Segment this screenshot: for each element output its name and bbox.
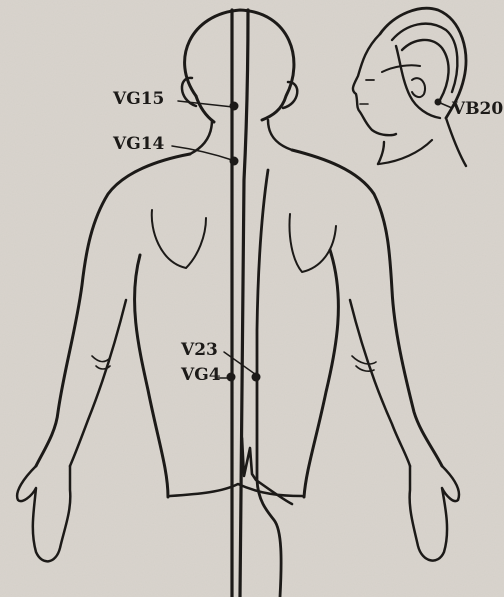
point-vg14 <box>230 157 239 166</box>
label-vg4: VG4 <box>181 367 221 384</box>
label-vg14: VG14 <box>113 136 164 153</box>
label-v23: V23 <box>181 342 218 359</box>
point-vg15 <box>230 102 239 111</box>
label-vg15: VG15 <box>113 91 164 108</box>
point-vg4 <box>227 373 236 382</box>
label-vb20: VB20 <box>452 101 503 118</box>
point-vb20 <box>435 99 442 106</box>
point-v23 <box>252 373 261 382</box>
